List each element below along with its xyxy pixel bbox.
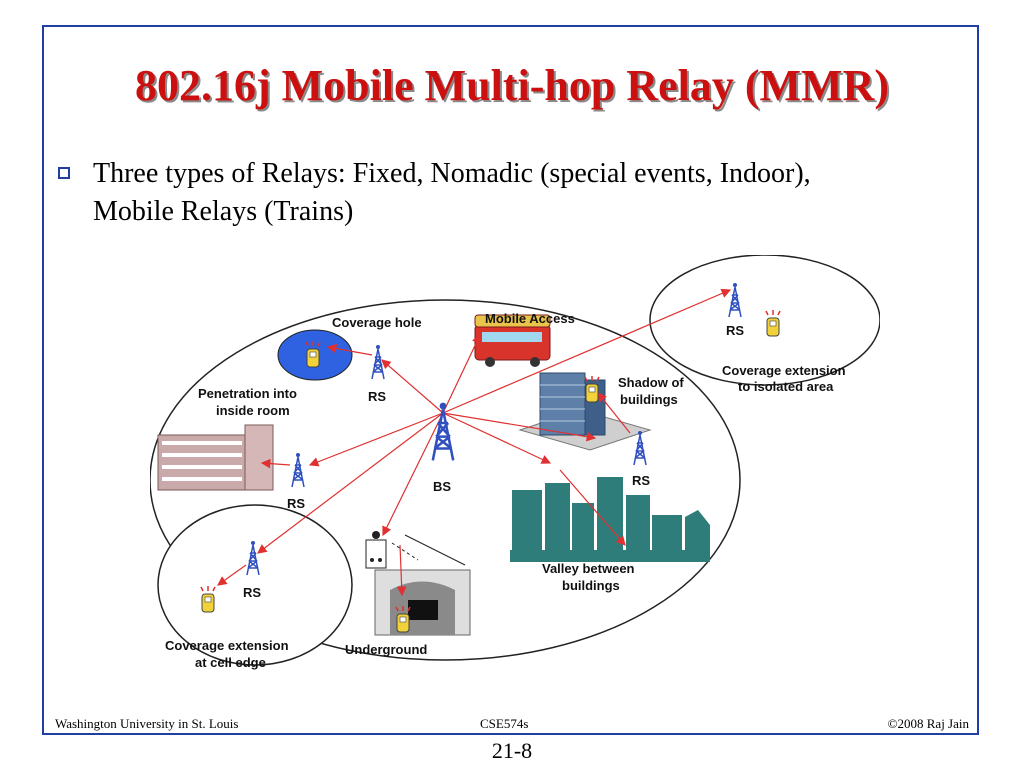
isolated-area-ellipse	[649, 255, 880, 386]
label-penetration-1: Penetration into	[198, 386, 297, 401]
rs-tower-left-icon	[291, 452, 305, 488]
label-bs: BS	[433, 479, 451, 494]
label-shadow-2: buildings	[620, 392, 678, 407]
label-rs-top: RS	[368, 389, 386, 404]
phone-underground-icon	[395, 605, 411, 633]
label-valley-2: buildings	[562, 578, 620, 593]
label-coverage-hole: Coverage hole	[332, 315, 422, 330]
label-mobile-access: Mobile Access	[485, 311, 575, 326]
label-rs-right: RS	[632, 473, 650, 488]
label-rs-isolated: RS	[726, 323, 744, 338]
label-shadow-1: Shadow of	[618, 375, 684, 390]
rs-tower-right-icon	[633, 430, 647, 466]
label-coverage-edge-1: Coverage extension	[165, 638, 289, 653]
label-penetration-2: inside room	[216, 403, 290, 418]
bullet-text: Three types of Relays: Fixed, Nomadic (s…	[93, 158, 811, 227]
bs-tower-icon	[431, 401, 455, 462]
mmr-diagram: Coverage hole Mobile Access Penetration …	[150, 255, 880, 670]
footer-course: CSE574s	[480, 716, 529, 731]
label-rs-left: RS	[287, 496, 305, 511]
label-coverage-ext-iso-2: to isolated area	[738, 379, 834, 394]
apartment-building-icon	[157, 424, 274, 491]
footer-institution: Washington University in St. Louis	[55, 716, 239, 731]
phone-shadow-icon	[584, 375, 600, 403]
label-underground: Underground	[345, 642, 427, 657]
train-signal-icon	[365, 531, 387, 569]
phone-edge-icon	[200, 585, 216, 613]
phone-isolated-icon	[765, 309, 781, 337]
slide-title: 802.16j Mobile Multi-hop Relay (MMR)	[135, 61, 889, 110]
relay-links	[217, 288, 732, 597]
phone-coverage-hole-icon	[305, 340, 321, 368]
underground-tunnel-icon	[374, 569, 471, 636]
bus-icon	[474, 314, 551, 367]
label-coverage-edge-2: at cell edge	[195, 655, 266, 670]
rs-tower-top-icon	[371, 344, 385, 380]
cell-edge-ellipse	[157, 504, 353, 666]
label-valley-1: Valley between	[542, 561, 635, 576]
page-number: 21-8	[491, 738, 533, 763]
bs-cell-ellipse	[150, 299, 741, 661]
slide-frame	[42, 25, 979, 735]
footer-copyright: ©2008 Raj Jain	[887, 716, 969, 731]
bullet-square-icon	[58, 167, 70, 179]
label-rs-bottom-left: RS	[243, 585, 261, 600]
city-skyline-icon	[510, 477, 710, 562]
label-coverage-ext-iso-1: Coverage extension	[722, 363, 846, 378]
